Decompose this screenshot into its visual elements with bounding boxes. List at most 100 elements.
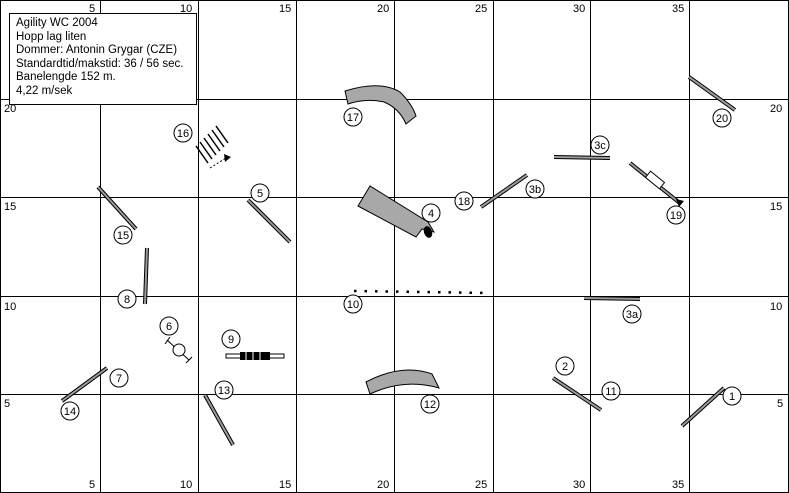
- obstacle-number: 13: [218, 385, 230, 397]
- bottom-label: 15: [279, 479, 291, 491]
- number-circle: [343, 294, 363, 314]
- weave-pole: [207, 133, 221, 152]
- obstacle-number: 3a: [626, 309, 639, 321]
- obstacle-number: 5: [257, 188, 263, 200]
- number-circle: [117, 289, 137, 309]
- weave-pole: [211, 129, 225, 148]
- bottom-label: 5: [89, 479, 95, 491]
- obstacle-number: 12: [424, 399, 436, 411]
- top-label: 20: [377, 3, 389, 15]
- left-label: 5: [4, 398, 10, 410]
- obstacle-number: 1: [729, 391, 735, 403]
- obstacle-number: 6: [166, 321, 172, 333]
- number-circle: [601, 381, 621, 401]
- top-label: 5: [89, 3, 95, 15]
- tyre-frame: [185, 356, 193, 364]
- course-length: Banelengde 152 m.: [16, 71, 116, 83]
- number-circle: [343, 107, 363, 127]
- top-label: 10: [180, 3, 192, 15]
- number-circle: [60, 401, 80, 421]
- weave-pole: [199, 141, 213, 160]
- tyre-ring: [172, 343, 186, 357]
- long-jump-boards: [240, 352, 270, 360]
- hurdle-bar-fill: [97, 186, 137, 230]
- obstacle-3c[interactable]: 3c: [553, 135, 611, 160]
- number-circle: [221, 329, 241, 349]
- obstacle-16[interactable]: 16: [173, 123, 231, 169]
- obstacle-number: 18: [458, 196, 470, 208]
- obstacle-number: 3c: [594, 140, 606, 152]
- hurdle-bar-fill: [204, 394, 234, 446]
- obstacle-10[interactable]: 10: [343, 289, 491, 314]
- left-label: 20: [4, 103, 16, 115]
- number-circle: [622, 304, 642, 324]
- axis-labels: 5 10 15 20 25 30 35 5 10 15 20 25 30 35 …: [4, 3, 783, 491]
- obstacle-5[interactable]: 5: [246, 183, 292, 244]
- obstacle-6[interactable]: 6: [159, 316, 193, 364]
- hurdle-bar-fill: [553, 156, 611, 159]
- obstacle-12[interactable]: 12: [365, 369, 440, 414]
- obstacle-9[interactable]: 9: [221, 329, 285, 360]
- speed: 4,22 m/sek: [16, 84, 73, 97]
- number-circle: [590, 135, 610, 155]
- hurdle-bar-fill: [480, 174, 528, 208]
- top-label: 15: [279, 3, 291, 15]
- number-circle: [420, 394, 440, 414]
- hurdle-bar-fill: [61, 367, 108, 402]
- obstacle-number: 14: [64, 406, 76, 418]
- wall-line: [353, 289, 491, 295]
- standard-time: Standardtid/makstid: 36 / 56 sec.: [16, 57, 184, 70]
- right-label: 5: [777, 398, 783, 410]
- top-label: 30: [573, 3, 585, 15]
- obstacle-8[interactable]: 8: [117, 247, 149, 309]
- number-circle: [173, 123, 193, 143]
- tunnel-body: [344, 85, 417, 125]
- number-circle: [214, 380, 234, 400]
- hurdle-bar-fill: [688, 76, 736, 111]
- obstacle-2[interactable]: 2: [551, 356, 603, 412]
- obstacle-7[interactable]: 7: [60, 366, 129, 403]
- hurdle-wing: [644, 170, 666, 190]
- number-circle: [159, 316, 179, 336]
- bottom-label: 35: [672, 479, 684, 491]
- weave-pole: [195, 145, 209, 164]
- tunnel-body: [365, 369, 440, 395]
- obstacle-17[interactable]: 17: [343, 85, 417, 127]
- obstacle-number: 10: [347, 299, 359, 311]
- judge-name: Dommer: Antonin Grygar (CZE): [16, 44, 178, 56]
- right-label: 20: [770, 103, 782, 115]
- obstacle-13[interactable]: 13: [203, 380, 235, 446]
- obstacle-3b[interactable]: 3b: [479, 173, 545, 209]
- obstacle-number: 2: [562, 361, 568, 373]
- weave-direction-line: [209, 157, 227, 169]
- obstacle-number: 16: [177, 128, 189, 140]
- obstacle-14[interactable]: 14: [60, 401, 80, 421]
- obstacle-19[interactable]: 19: [628, 161, 686, 225]
- hurdle-bar-fill: [681, 387, 725, 427]
- bottom-label: 10: [180, 479, 192, 491]
- obstacle-20[interactable]: 20: [687, 75, 737, 128]
- obstacle-15[interactable]: 15: [96, 185, 138, 245]
- number-circle: [454, 191, 474, 211]
- obstacle-1[interactable]: 1: [680, 386, 742, 428]
- obstacle-number: 15: [117, 230, 129, 242]
- number-circle: [722, 386, 742, 406]
- top-label: 35: [672, 3, 684, 15]
- obstacle-number: 4: [428, 208, 434, 220]
- weave-pole: [203, 137, 217, 156]
- obstacle-3a[interactable]: 3a: [583, 296, 642, 324]
- obstacle-4[interactable]: 4: [357, 185, 441, 239]
- obstacle-number: 8: [124, 294, 130, 306]
- obstacle-number: 7: [116, 373, 122, 385]
- obstacle-number: 19: [670, 210, 682, 222]
- event-title: Agility WC 2004: [16, 17, 98, 29]
- obstacle-11[interactable]: 11: [601, 381, 621, 401]
- number-circle: [712, 108, 732, 128]
- direction-arrow-icon: [676, 199, 684, 207]
- obstacle-18[interactable]: 18: [454, 191, 474, 211]
- weave-pole: [215, 125, 229, 144]
- number-circle: [525, 179, 545, 199]
- hurdle-bar-fill: [247, 199, 291, 243]
- obstacle-number: 20: [716, 113, 728, 125]
- obstacle-number: 17: [347, 112, 359, 124]
